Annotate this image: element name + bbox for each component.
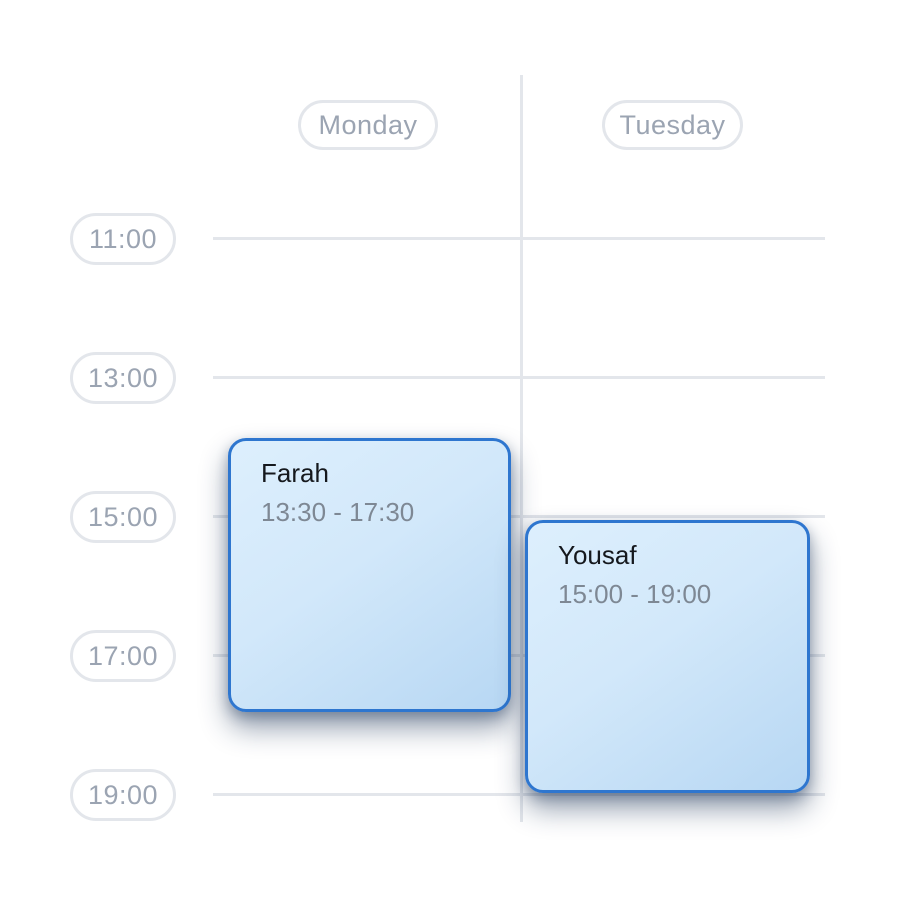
time-label-1900: 19:00 — [70, 769, 176, 821]
grid-line-1300 — [213, 376, 825, 379]
event-time-range: 15:00 - 19:00 — [558, 578, 712, 609]
time-label-1500: 15:00 — [70, 491, 176, 543]
time-label-1900-text: 19:00 — [87, 779, 159, 810]
time-label-1100-text: 11:00 — [88, 223, 158, 254]
time-label-1300: 13:00 — [70, 352, 176, 404]
event-card-yousaf[interactable]: Yousaf 15:00 - 19:00 — [525, 520, 810, 793]
day-header-monday: Monday — [298, 100, 438, 150]
day-divider-line — [520, 75, 523, 822]
time-label-1300-text: 13:00 — [87, 362, 159, 393]
event-title: Yousaf — [558, 540, 637, 570]
grid-line-1900 — [213, 793, 825, 796]
time-label-1700-text: 17:00 — [87, 640, 159, 671]
event-card-farah[interactable]: Farah 13:30 - 17:30 — [228, 438, 511, 712]
time-label-1100: 11:00 — [70, 213, 176, 265]
day-header-tuesday: Tuesday — [602, 100, 743, 150]
grid-line-1500 — [213, 515, 825, 518]
event-time-range: 13:30 - 17:30 — [261, 496, 415, 527]
time-label-1500-text: 15:00 — [87, 501, 159, 532]
event-title: Farah — [261, 458, 329, 488]
grid-line-1700 — [213, 654, 825, 657]
day-header-monday-label: Monday — [318, 109, 418, 140]
time-label-1700: 17:00 — [70, 630, 176, 682]
grid-line-1100 — [213, 237, 825, 240]
day-header-tuesday-label: Tuesday — [619, 109, 726, 140]
